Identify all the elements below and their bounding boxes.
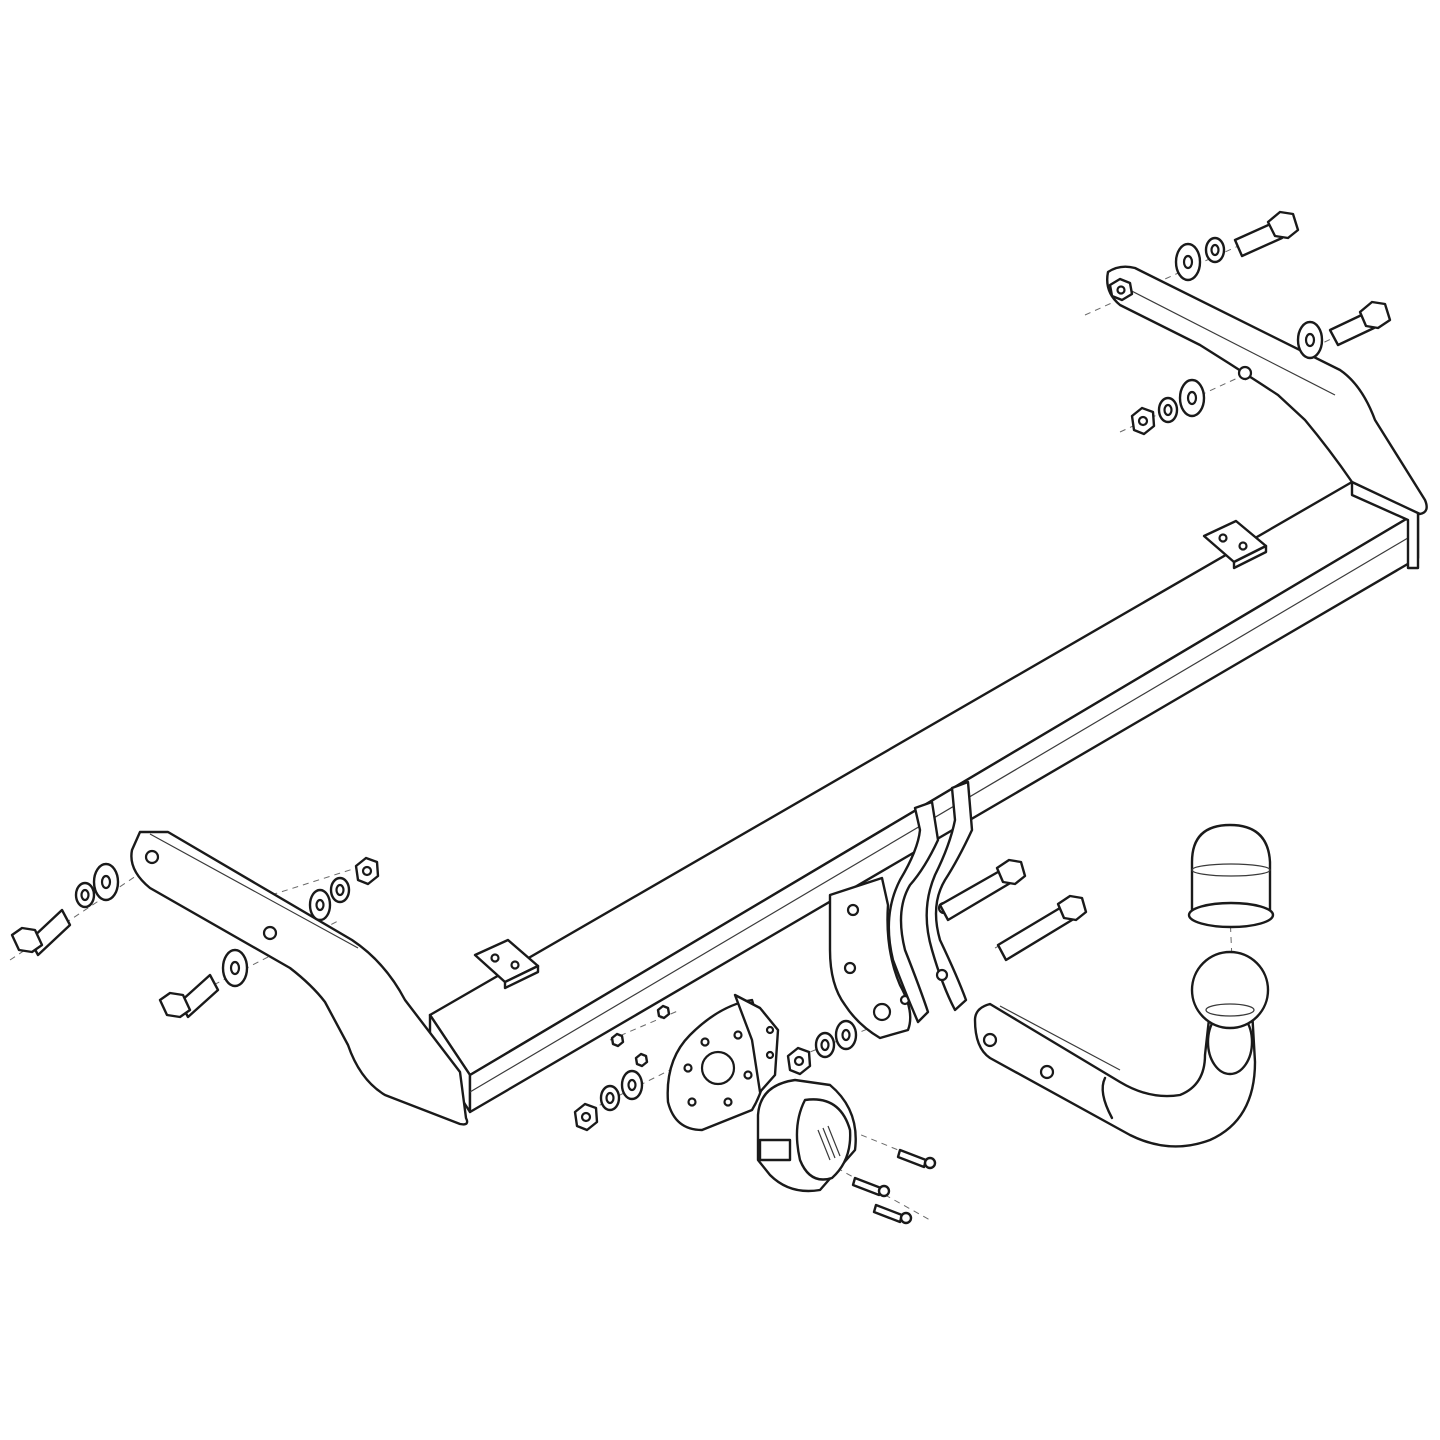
right-bracket-hex-nut bbox=[1108, 277, 1134, 302]
spring-washers bbox=[74, 236, 1226, 1112]
spring-washer-left-upper bbox=[74, 881, 96, 909]
small-nut-3 bbox=[634, 1052, 649, 1068]
hex-bolt-right-lower bbox=[1328, 300, 1392, 347]
tow-ball bbox=[1190, 950, 1270, 1076]
hex-nut-socket bbox=[573, 1102, 599, 1132]
small-screw-2 bbox=[851, 1176, 891, 1198]
flat-washer-socket bbox=[620, 1069, 644, 1101]
hex-nut-right bbox=[1130, 406, 1156, 436]
small-screw-1 bbox=[896, 1148, 937, 1170]
flat-washer-left-lower bbox=[221, 948, 249, 988]
spring-washer-left-middle bbox=[329, 876, 351, 904]
flat-washer-left-upper bbox=[92, 862, 120, 902]
main-crossbar bbox=[428, 480, 1420, 1114]
electrical-socket bbox=[756, 1078, 857, 1193]
hex-bolt-left-upper bbox=[10, 908, 72, 957]
small-nut-1 bbox=[610, 1032, 625, 1048]
hex-bolt-right-upper bbox=[1233, 210, 1300, 258]
flat-washer-right-lower bbox=[1296, 320, 1324, 360]
flat-washer-right-upper bbox=[1174, 242, 1202, 282]
flat-washer-center bbox=[834, 1019, 858, 1051]
flat-washers bbox=[92, 242, 1324, 1101]
small-screws bbox=[851, 1148, 937, 1225]
small-screw-3 bbox=[872, 1203, 913, 1225]
spring-washer-socket bbox=[599, 1084, 621, 1112]
spring-washer-right-middle bbox=[1157, 396, 1179, 424]
tow-ball-cover bbox=[1187, 823, 1275, 929]
hex-bolt-center-lower bbox=[996, 894, 1088, 962]
spring-washer-right-upper bbox=[1204, 236, 1226, 264]
crossbar-tab-right bbox=[1202, 519, 1268, 570]
flat-washer-left-middle bbox=[308, 888, 332, 922]
hex-nut-left bbox=[354, 856, 380, 886]
right-side-bracket bbox=[1106, 265, 1428, 516]
hex-nut-center bbox=[786, 1046, 812, 1076]
center-mounting-brackets bbox=[828, 780, 974, 1040]
left-side-bracket bbox=[130, 830, 469, 1126]
small-nut-2 bbox=[656, 1004, 671, 1020]
socket-plate bbox=[666, 993, 780, 1132]
flat-washer-right-middle bbox=[1178, 378, 1206, 418]
hex-bolt-center-upper bbox=[938, 858, 1027, 922]
spring-washer-center bbox=[814, 1031, 836, 1059]
hex-nuts bbox=[354, 406, 1156, 1132]
crossbar-tab-left bbox=[473, 938, 540, 990]
hex-bolts bbox=[10, 210, 1392, 1019]
hex-bolt-left-lower bbox=[158, 973, 220, 1019]
tow-ball-neck bbox=[973, 950, 1270, 1148]
